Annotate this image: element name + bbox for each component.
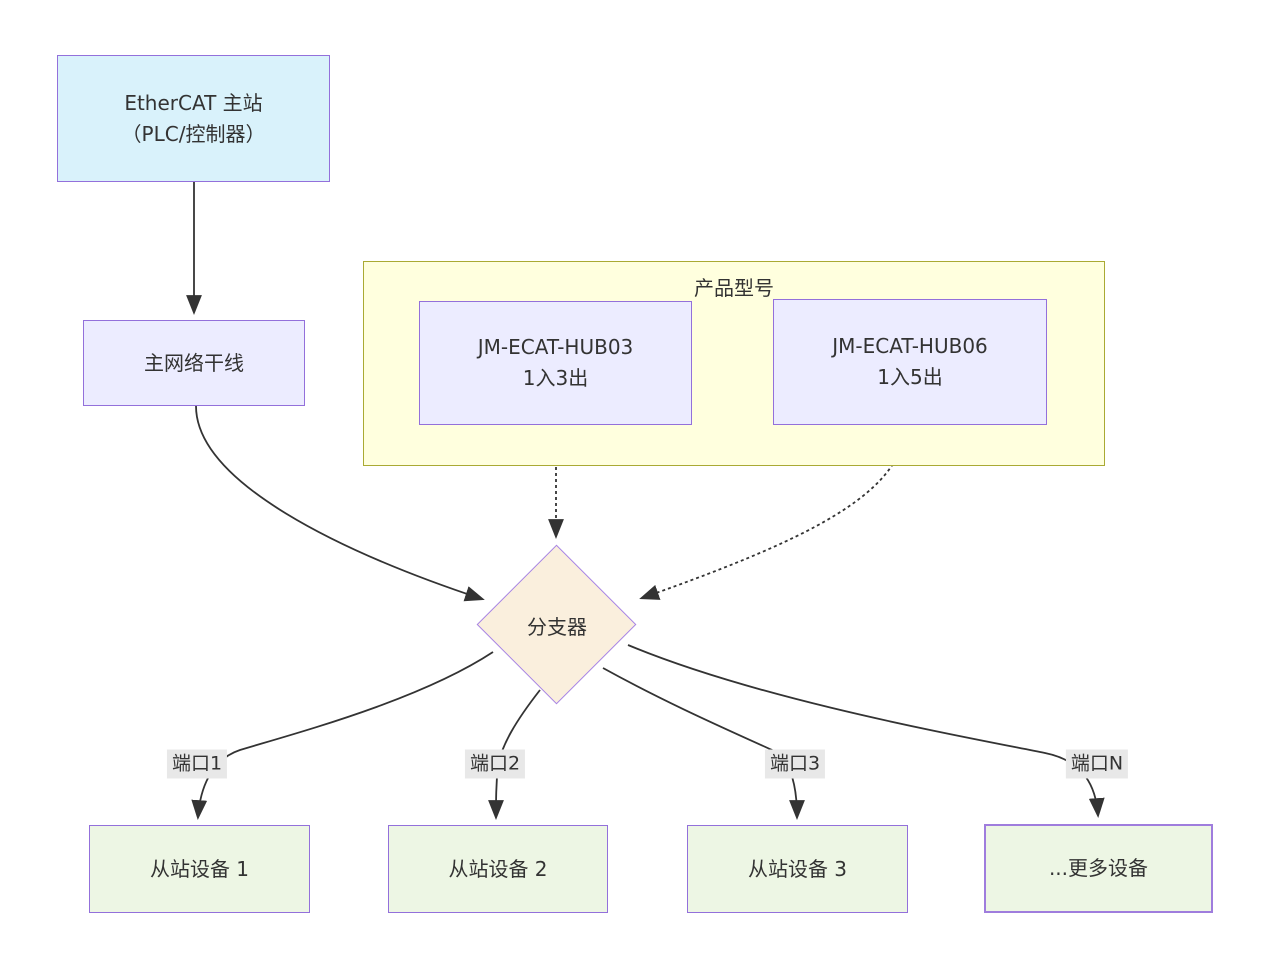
node-branch-label: 分支器 — [527, 614, 587, 639]
node-slave-2-label: 从站设备 2 — [448, 856, 548, 881]
node-main-trunk-label: 主网络干线 — [144, 350, 244, 375]
edge-label-port2: 端口2 — [464, 749, 526, 779]
edge-branch-to-slave3 — [602, 667, 805, 820]
node-hub06-line2: 1入5出 — [877, 365, 943, 389]
node-slave-3: 从站设备 3 — [687, 825, 908, 913]
node-ethercat-master-line2: （PLC/控制器） — [121, 121, 266, 146]
node-slave-2: 从站设备 2 — [388, 825, 608, 913]
node-hub03-line1: JM-ECAT-HUB03 — [477, 335, 634, 359]
edge-trunk-to-branch — [195, 405, 485, 602]
node-slave-1: 从站设备 1 — [89, 825, 310, 913]
node-ethercat-master: EtherCAT 主站 （PLC/控制器） — [57, 55, 330, 182]
node-slave-1-label: 从站设备 1 — [149, 856, 250, 881]
node-hub06-line1: JM-ECAT-HUB06 — [832, 334, 988, 358]
edge-branch-to-more — [627, 644, 1105, 818]
node-main-trunk: 主网络干线 — [83, 320, 305, 406]
cluster-title: 产品型号 — [694, 276, 774, 300]
node-hub06: JM-ECAT-HUB06 1入5出 — [773, 299, 1047, 425]
node-slave-3-label: 从站设备 3 — [747, 856, 848, 881]
edge-branch-to-slave1 — [191, 651, 494, 820]
edge-label-port1: 端口1 — [166, 749, 228, 779]
node-hub03: JM-ECAT-HUB03 1入3出 — [419, 301, 692, 425]
node-more-devices: ...更多设备 — [984, 824, 1213, 913]
node-more-devices-label: ...更多设备 — [1048, 856, 1149, 880]
node-hub03-line2: 1入3出 — [522, 366, 589, 390]
edge-label-portN: 端口N — [1065, 749, 1129, 779]
edge-label-port3: 端口3 — [764, 749, 826, 779]
node-ethercat-master-line1: EtherCAT 主站 — [124, 90, 263, 115]
